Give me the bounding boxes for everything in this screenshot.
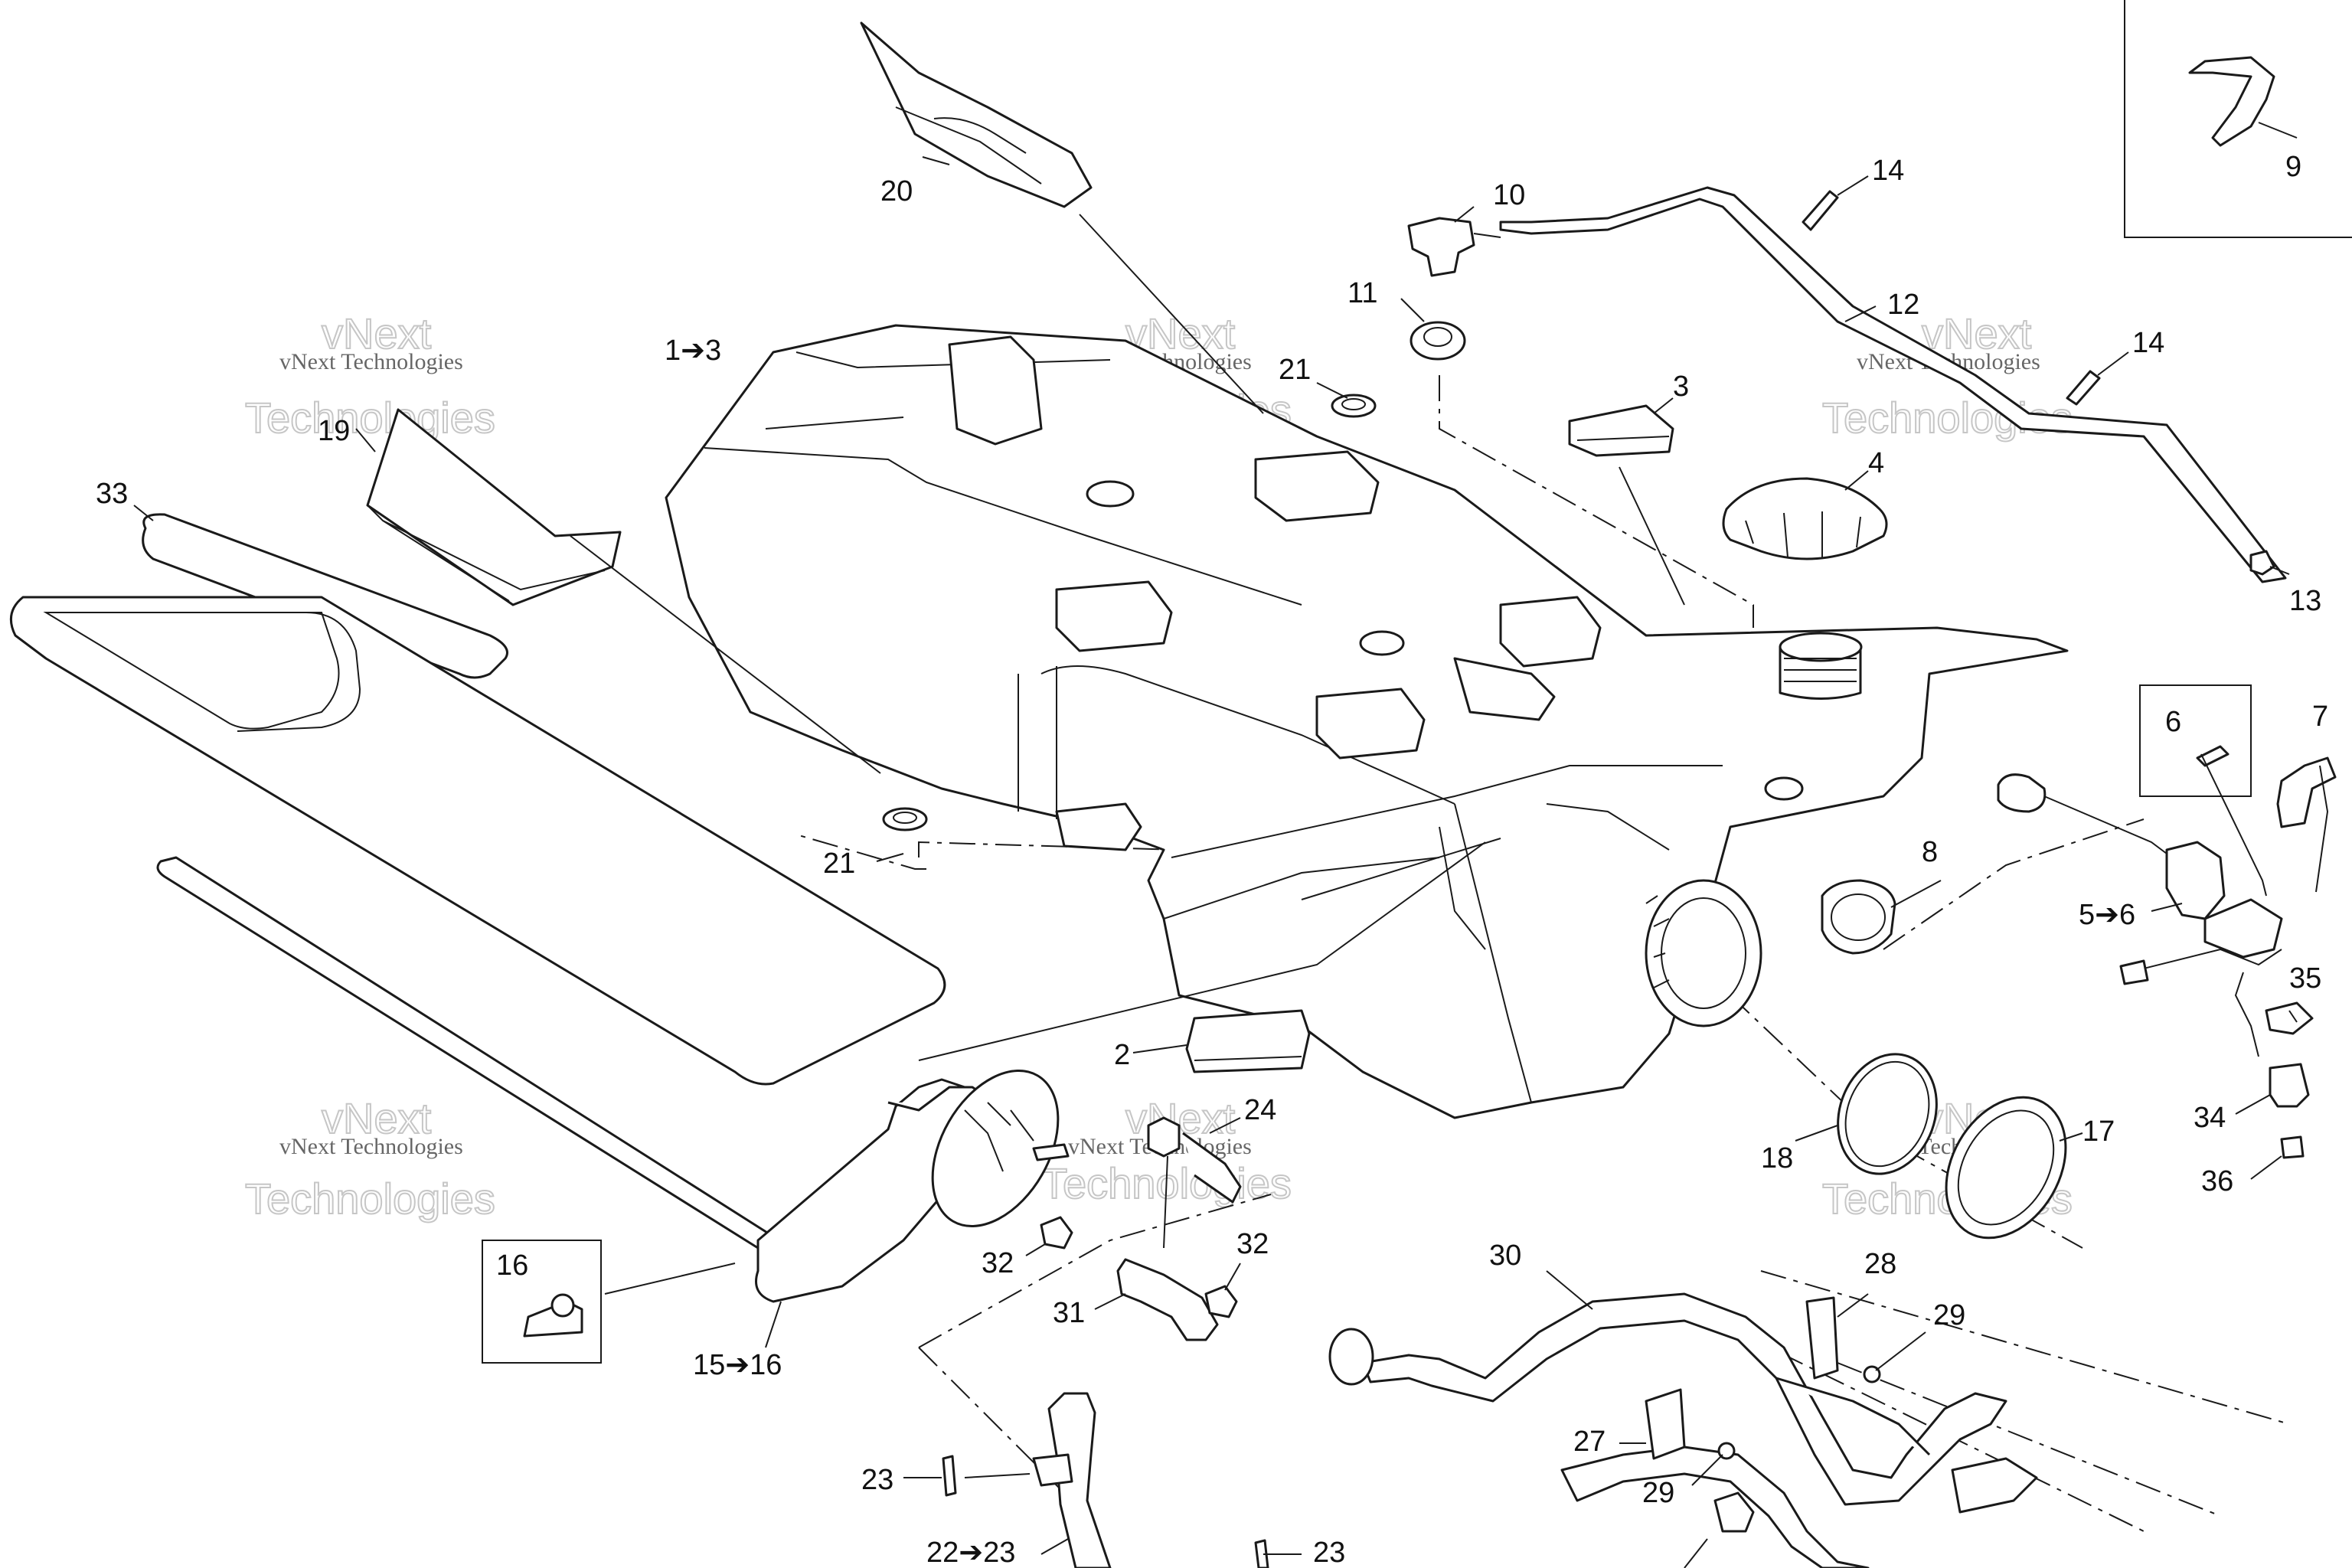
label-5-6: 5➔6 [2079,899,2135,931]
part-32-clamp-left [1040,1216,1073,1250]
svg-text:vNext Technologies: vNext Technologies [279,1134,463,1159]
leader-lines [133,122,2329,1568]
part-16-box [482,1240,602,1364]
svg-text:vNext: vNext [322,1094,432,1142]
label-11: 11 [1348,277,1377,309]
part-4-fuel-cap [1722,477,1888,560]
label-30: 30 [1489,1240,1521,1272]
label-21-top: 21 [1279,354,1311,386]
svg-text:Technologies: Technologies [245,394,495,442]
label-21-left: 21 [823,848,855,880]
label-34: 34 [2194,1102,2226,1134]
part-21-grommet-left [882,807,928,831]
label-8: 8 [1922,836,1938,868]
label-18: 18 [1761,1142,1793,1174]
part-8-ring [1821,879,1896,955]
part-22-23-hose [1032,1392,1112,1568]
svg-text:vNext: vNext [1922,309,2032,358]
part-14-fitting-right [2066,370,2101,406]
callout-labels: 1➔3 2 3 4 5➔6 6 7 8 9 10 11 12 13 14 14 … [96,151,2328,1568]
label-14-top: 14 [1872,155,1904,187]
part-34-bracket [2269,1063,2310,1108]
watermark-left-bottom: vNext vNext Technologies Technologies [244,1093,496,1223]
label-29-left: 29 [1642,1477,1674,1509]
part-18-oring [1837,1053,1938,1175]
label-22-23: 22➔23 [926,1537,1015,1568]
label-29-right: 29 [1933,1299,1965,1331]
part-31-hose [1116,1258,1219,1341]
label-4: 4 [1868,447,1884,479]
label-35: 35 [2289,962,2321,995]
svg-text:Technologies: Technologies [245,1174,495,1223]
large-foam-pad [9,596,946,1086]
label-12: 12 [1887,289,1919,321]
label-23-bottom: 23 [1313,1537,1345,1568]
label-17: 17 [2082,1116,2115,1148]
label-13: 13 [2289,585,2321,617]
label-23-left: 23 [861,1464,893,1496]
part-3-pad [1568,404,1674,457]
label-20: 20 [880,175,913,207]
watermark-left-top: vNext vNext Technologies Technologies [244,309,496,443]
part-20-bracket [860,21,1093,208]
part-33-pad [142,513,508,679]
part-24-fitting [1147,1116,1242,1204]
part-10-sensor [1407,217,1501,277]
label-33: 33 [96,478,128,510]
part-27-bracket [1645,1388,1686,1460]
label-27: 27 [1573,1426,1606,1458]
part-21-grommet-top [1331,394,1377,418]
part-19-shield [366,408,622,606]
label-15-16: 15➔16 [693,1349,782,1381]
label-31: 31 [1053,1297,1085,1329]
fuel-tank [665,324,2069,1119]
svg-text:vNext: vNext [322,309,432,358]
part-28-bracket [1805,1296,1839,1380]
label-6: 6 [2165,706,2181,738]
part-9-box [2124,0,2352,238]
part-11-grommet [1410,321,1466,361]
label-16: 16 [496,1250,528,1282]
label-36: 36 [2201,1165,2233,1197]
svg-text:vNext Technologies: vNext Technologies [279,349,463,374]
part-32-clamp-right [1204,1285,1238,1318]
part-6-box [2139,684,2252,797]
label-24: 24 [1244,1094,1276,1126]
part-14-fitting-top [1802,190,1839,231]
label-14-right: 14 [2132,327,2164,359]
label-32-right: 32 [1236,1228,1269,1260]
label-9: 9 [2285,151,2301,183]
label-3: 3 [1673,371,1689,403]
part-36-nut [2280,1135,2305,1159]
label-19: 19 [318,415,350,447]
part-13-clip [2249,550,2275,576]
part-17-lock-ring [1945,1096,2067,1240]
part-30-fuel-line [1328,1292,2038,1568]
label-28: 28 [1864,1248,1896,1280]
part-35-clip [2265,1001,2314,1035]
label-2: 2 [1114,1039,1130,1071]
part-5-6-sender [1997,773,2283,985]
label-7: 7 [2312,701,2328,733]
part-15-16-fuel-pump [755,1070,1070,1303]
label-32-left: 32 [982,1247,1014,1279]
label-1-3: 1➔3 [665,335,721,367]
part-23-pin-left [942,1455,957,1497]
part-23-pin-bottom [1254,1539,1269,1568]
part-2-pad [1185,1009,1311,1073]
part-12-vent-hose [1499,186,2287,583]
label-10: 10 [1493,179,1525,211]
svg-text:vNext: vNext [1125,1094,1236,1142]
